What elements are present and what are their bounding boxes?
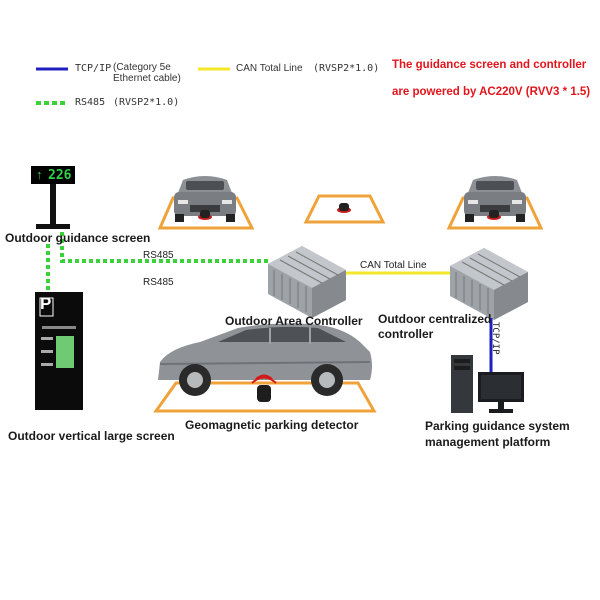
parking-slot-main (153, 381, 377, 413)
legend-rs485-label: RS485 (75, 97, 106, 108)
platform-label-2: management platform (425, 435, 551, 449)
rs485-label-2: RS485 (143, 277, 174, 288)
computer-device (451, 355, 524, 413)
tcp-ip-vertical-label: TCP/IP (490, 322, 500, 355)
legend-can-spec: (RVSP2*1.0) (313, 63, 380, 74)
legend-tcp-desc-1: (Category 5e (113, 62, 171, 73)
car-side-view (158, 323, 372, 396)
detector-small-middle (337, 203, 351, 213)
parking-slot-top-middle (303, 194, 386, 224)
legend-can-label: CAN Total Line (236, 63, 303, 74)
area-controller-label: Outdoor Area Controller (225, 314, 363, 328)
detector-label: Geomagnetic parking detector (185, 418, 359, 432)
parking-p-icon: P (40, 294, 52, 313)
legend-tcp-desc-2: Ethernet cable) (113, 73, 181, 84)
platform-label-1: Parking guidance system (425, 419, 570, 433)
detector-small-right (487, 210, 501, 220)
vertical-screen-label: Outdoor vertical large screen (8, 429, 175, 443)
power-note-line-2: are powered by AC220V (RVV3 * 1.5) (392, 86, 591, 98)
detector-small-left (198, 210, 212, 220)
car-front-view-right (464, 176, 526, 222)
guidance-screen-label: Outdoor guidance screen (5, 231, 151, 245)
centralized-controller-label-1: Outdoor centralized (378, 312, 492, 326)
guidance-arrow-icon: ↑ (36, 167, 43, 182)
vertical-screen-device (35, 292, 83, 410)
centralized-controller-label-2: controller (378, 327, 434, 341)
rs485-label-1: RS485 (143, 250, 174, 261)
geomagnetic-detector-device (251, 374, 277, 402)
guidance-screen-device (31, 166, 75, 229)
legend-rs485-spec: (RVSP2*1.0) (113, 97, 180, 108)
legend-tcp-label: TCP/IP (75, 63, 112, 74)
centralized-controller-device (450, 248, 528, 320)
area-controller-device (268, 246, 346, 318)
rs485-line-to-controller (60, 232, 268, 263)
power-note-line-1: The guidance screen and controller (392, 59, 587, 71)
guidance-screen-number: 226 (48, 168, 72, 183)
car-front-view-left (174, 176, 236, 222)
can-line-label: CAN Total Line (360, 260, 427, 271)
